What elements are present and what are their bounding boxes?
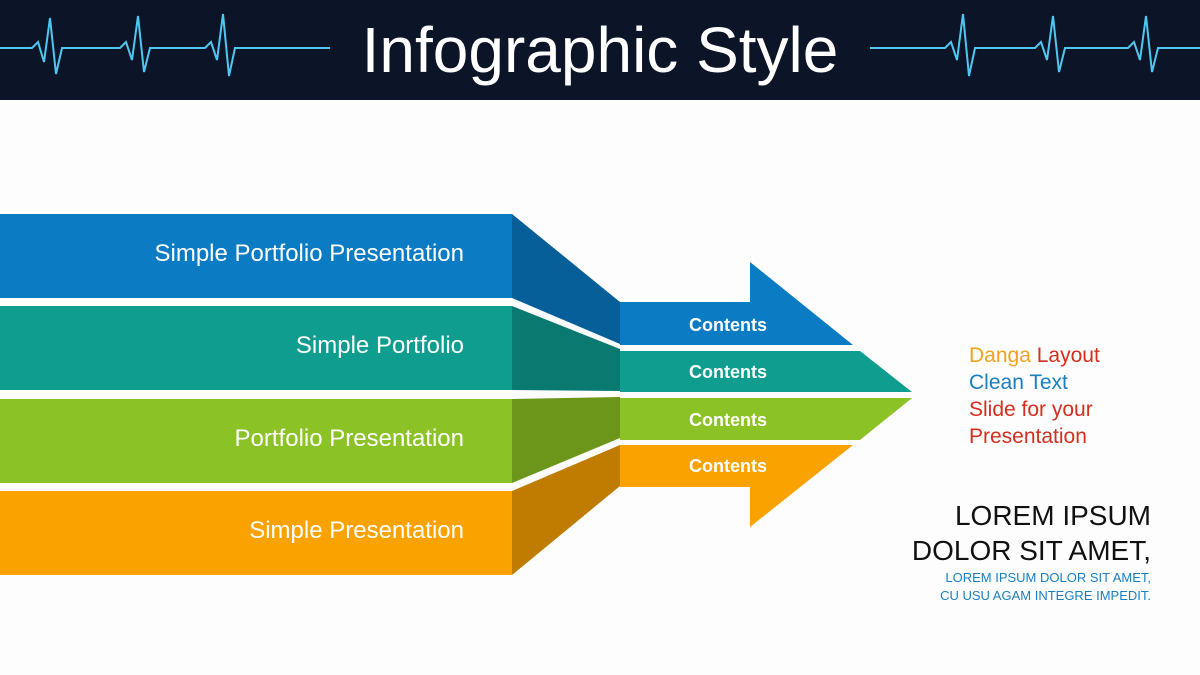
header-bar: Infographic Style bbox=[0, 0, 1200, 100]
side-caption: Danga Layout Clean Text Slide for your P… bbox=[969, 342, 1100, 450]
arrow-segment-3-label: Contents bbox=[689, 410, 767, 430]
lorem-subtext: LOREM IPSUM DOLOR SIT AMET, CU USU AGAM … bbox=[940, 569, 1151, 605]
bar-2-connector bbox=[512, 306, 620, 391]
lorem-heading: LOREM IPSUM DOLOR SIT AMET, bbox=[912, 498, 1151, 568]
page-title: Infographic Style bbox=[361, 14, 839, 86]
side-caption-slide-for-your: Slide for your bbox=[969, 398, 1093, 421]
arrow-segment-1-label: Contents bbox=[689, 315, 767, 335]
bar-1-label: Simple Portfolio Presentation bbox=[154, 240, 465, 267]
bar-3 bbox=[0, 399, 512, 483]
side-caption-line-1: Danga Layout bbox=[969, 342, 1100, 369]
heartbeat-right-icon bbox=[870, 13, 1200, 77]
side-caption-word-layout: Layout bbox=[1030, 344, 1100, 367]
side-caption-line-4: Presentation bbox=[969, 423, 1100, 450]
side-caption-line-2: Clean Text bbox=[969, 369, 1100, 396]
lorem-subtext-line-1: LOREM IPSUM DOLOR SIT AMET, bbox=[945, 570, 1151, 585]
bar-4 bbox=[0, 491, 512, 575]
arrow-segment-2-label: Contents bbox=[689, 362, 767, 382]
bar-2 bbox=[0, 306, 512, 390]
lorem-heading-line-2: DOLOR SIT AMET, bbox=[911, 535, 1151, 566]
arrow-segment-4-label: Contents bbox=[689, 456, 767, 476]
lorem-heading-line-1: LOREM IPSUM bbox=[954, 500, 1151, 531]
bar-3-label: Portfolio Presentation bbox=[234, 425, 464, 452]
bar-3-connector bbox=[512, 397, 620, 483]
arrow-segment-4 bbox=[620, 445, 853, 527]
arrow-segment-2 bbox=[620, 351, 912, 392]
bar-4-connector bbox=[512, 445, 620, 575]
lorem-subtext-line-2: CU USU AGAM INTEGRE IMPEDIT. bbox=[940, 588, 1151, 603]
arrow-segment-3 bbox=[620, 398, 912, 440]
side-caption-presentation: Presentation bbox=[969, 425, 1087, 448]
bar-4-label: Simple Presentation bbox=[249, 517, 464, 544]
bar-1 bbox=[0, 214, 512, 298]
arrow-segment-1 bbox=[620, 262, 853, 345]
heartbeat-left-icon bbox=[0, 13, 330, 77]
bar-2-label: Simple Portfolio bbox=[295, 332, 464, 359]
side-caption-line-3: Slide for your bbox=[969, 396, 1100, 423]
bar-1-connector bbox=[512, 214, 620, 344]
side-caption-word-danga: Danga bbox=[969, 344, 1031, 367]
side-caption-clean-text: Clean Text bbox=[969, 371, 1068, 394]
